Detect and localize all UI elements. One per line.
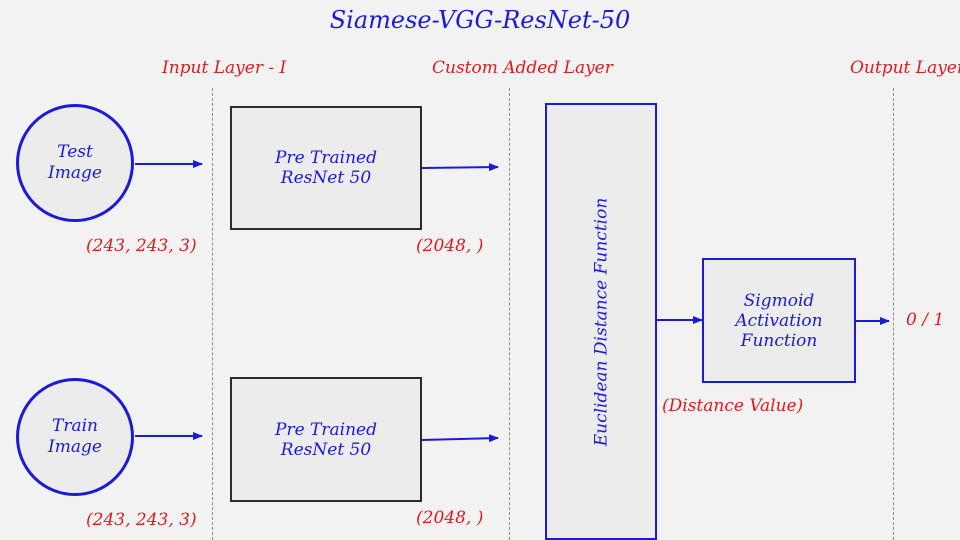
train-image-node: Train Image bbox=[16, 378, 134, 496]
output-layer-label: Output Layer bbox=[850, 58, 960, 78]
train-image-label-line1: Train bbox=[51, 416, 98, 436]
test-image-node: Test Image bbox=[16, 104, 134, 222]
resnet-top-shape: (2048, ) bbox=[416, 236, 484, 256]
output-value: 0 / 1 bbox=[906, 310, 945, 330]
resnet-bottom-label-line2: ResNet 50 bbox=[280, 439, 372, 460]
test-image-shape: (243, 243, 3) bbox=[86, 236, 197, 256]
diagram-title: Siamese-VGG-ResNet-50 bbox=[329, 6, 631, 34]
arrow-resnet-bottom-to-distance bbox=[421, 434, 499, 443]
input-layer-label: Input Layer - I bbox=[162, 58, 287, 78]
train-image-label-line2: Image bbox=[48, 437, 102, 457]
sigmoid-label-line3: Function bbox=[740, 330, 818, 351]
sigmoid-activation-box: Sigmoid Activation Function bbox=[702, 258, 856, 383]
train-image-shape: (243, 243, 3) bbox=[86, 510, 197, 530]
resnet-top-label-line1: Pre Trained bbox=[275, 148, 377, 168]
sigmoid-label-line2: Activation bbox=[735, 310, 823, 331]
distance-value-label: (Distance Value) bbox=[662, 396, 804, 416]
euclidean-distance-label: Euclidean Distance Function bbox=[591, 197, 612, 446]
output-layer-divider bbox=[893, 88, 894, 540]
resnet-bottom-shape: (2048, ) bbox=[416, 508, 484, 528]
arrow-resnet-top-to-distance bbox=[421, 163, 499, 172]
resnet-bottom-label-line1: Pre Trained bbox=[275, 419, 377, 440]
test-image-label-line2: Image bbox=[48, 163, 102, 183]
input-layer-divider bbox=[212, 88, 213, 540]
sigmoid-label-line1: Sigmoid bbox=[743, 290, 815, 311]
resnet-bottom-box: Pre Trained ResNet 50 bbox=[230, 377, 422, 502]
resnet-top-box: Pre Trained ResNet 50 bbox=[230, 106, 422, 230]
custom-layer-label: Custom Added Layer bbox=[432, 58, 613, 78]
test-image-label-line1: Test bbox=[57, 142, 93, 162]
euclidean-distance-box: Euclidean Distance Function bbox=[545, 103, 657, 540]
resnet-top-label-line2: ResNet 50 bbox=[280, 168, 372, 188]
custom-layer-divider bbox=[509, 88, 510, 540]
